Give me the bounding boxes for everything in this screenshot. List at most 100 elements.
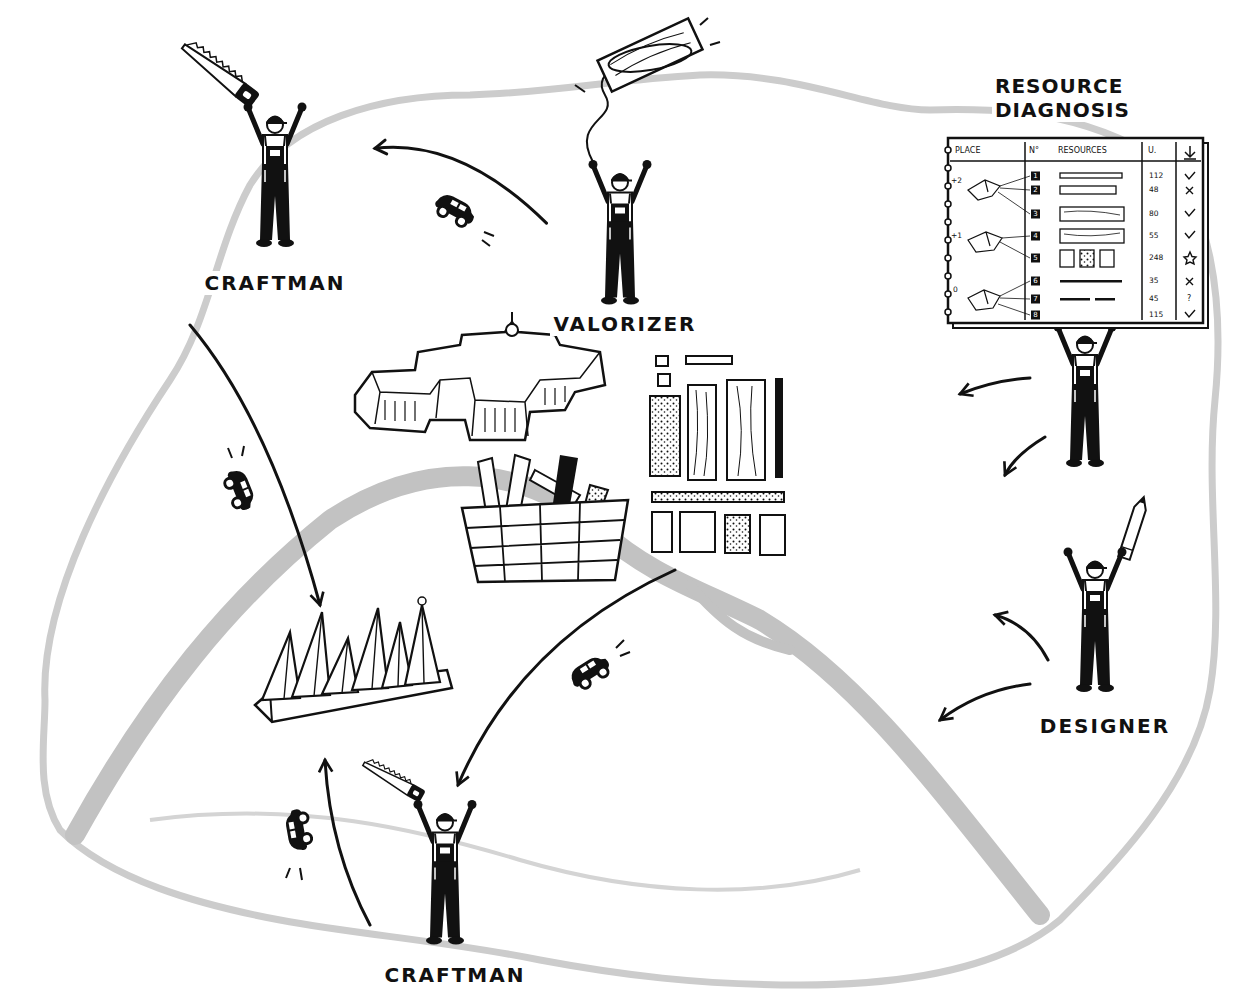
palace-drawing-part (355, 322, 605, 440)
resource-book-part-part (945, 147, 951, 153)
river-part (75, 476, 1040, 915)
resource-book-part-part (1031, 210, 1040, 219)
figure-node: VALORIZER (546, 140, 703, 338)
resource-book-part-part (945, 237, 951, 243)
resource-book-part (1031, 172, 1040, 320)
pyramid-installation-part (352, 608, 388, 690)
resource-book-part-part (1031, 172, 1040, 181)
table-cell: 80 (1149, 210, 1159, 218)
worker-figures-part (360, 756, 427, 802)
delivery-cars-part (431, 191, 478, 231)
flow-arrows-part (940, 684, 1030, 720)
worker-figures-part-part (598, 18, 703, 91)
material-samples-part (656, 356, 668, 366)
table-cell: 2 (1031, 187, 1040, 194)
resource-book-part-part (1060, 186, 1116, 194)
material-samples-part (775, 378, 783, 478)
worker-figures-part (598, 18, 703, 91)
resource-book-part-part (1031, 295, 1040, 304)
role-label: CRAFTMAN (202, 271, 349, 295)
flow-arrows-part (458, 570, 675, 785)
worker-figures-part (575, 18, 720, 92)
resource-book-part (1060, 298, 1090, 301)
table-cell: 0 (953, 286, 958, 294)
delivery-cars-part (616, 640, 630, 656)
material-samples-part (725, 515, 750, 553)
figure-node: CRAFTMAN (365, 765, 545, 989)
material-samples-part (658, 374, 670, 386)
flow-arrows-part (325, 760, 370, 925)
pyramid-installation (255, 597, 452, 722)
resource-book-part (1184, 172, 1196, 317)
flow-arrows-part (1005, 437, 1045, 475)
role-label: RESOURCE DIAGNOSIS (992, 74, 1158, 122)
resource-book-part (1060, 173, 1124, 267)
resource-book-part-part (1186, 278, 1193, 285)
material-samples-part (680, 512, 715, 552)
material-samples-part (688, 385, 716, 480)
resource-book-part-part (1186, 187, 1193, 194)
table-cell: 4 (1031, 233, 1040, 240)
resource-book-part (968, 180, 1002, 310)
table-cell: 115 (1149, 311, 1163, 319)
resource-book-part-part (968, 180, 1000, 200)
delivery-cars-part (286, 868, 302, 880)
table-cell: 3 (1031, 211, 1040, 218)
flow-arrows-part (995, 615, 1048, 660)
material-samples-part (652, 512, 672, 552)
basket-of-wood-part (462, 500, 628, 582)
palace-drawing-part (385, 386, 565, 432)
resource-book-part-part (945, 291, 951, 297)
material-samples-part (760, 515, 785, 555)
pyramid-installation-part (292, 612, 330, 697)
city-outline (43, 75, 1218, 985)
table-cell: 45 (1149, 295, 1159, 303)
role-label: DESIGNER (1037, 714, 1173, 738)
palace-drawing-part (372, 352, 600, 436)
table-cell: ? (1187, 295, 1191, 303)
table-cell: 6 (1031, 278, 1040, 285)
table-cell: 8 (1031, 312, 1040, 319)
worker-figures-part (589, 160, 652, 305)
table-cell: 5 (1031, 255, 1040, 262)
basket-of-wood (462, 455, 628, 582)
resource-book-part-part (1100, 250, 1114, 267)
resource-book-part-part (1031, 311, 1040, 320)
role-label: VALORIZER (550, 312, 699, 336)
river-part (690, 585, 790, 650)
table-cell: RESOURCES (1058, 147, 1107, 155)
table-cell: U. (1148, 147, 1156, 155)
table-cell: 112 (1149, 172, 1163, 180)
city-outline-part (150, 814, 860, 890)
resource-book-part-part (945, 273, 951, 279)
table-cell: PLACE (955, 147, 980, 155)
delivery-cars-part (228, 446, 244, 458)
arrow-head (375, 140, 387, 154)
delivery-cars-part (482, 232, 494, 246)
river (75, 476, 1040, 915)
connector-line (375, 147, 546, 223)
resource-book-part (998, 176, 1030, 315)
resource-book-part-part (1060, 250, 1074, 267)
table-cell: 55 (1149, 232, 1159, 240)
resource-book-part-part (945, 165, 951, 171)
material-samples (650, 356, 785, 555)
table-cell: 1 (1031, 173, 1040, 180)
worker-figures-part-part (1139, 496, 1147, 504)
figure-node: DESIGNER (1033, 500, 1177, 740)
resource-book-part-part (1184, 252, 1196, 264)
resource-book-part (1095, 298, 1115, 301)
resource-book-part-part (1031, 277, 1040, 286)
resource-book-part-part (1185, 209, 1195, 216)
table-cell: N° (1029, 147, 1039, 155)
resource-book-part (1060, 280, 1122, 283)
delivery-cars-part (567, 652, 614, 693)
resource-book-part-part (1185, 172, 1195, 179)
basket-of-wood-part (506, 455, 530, 512)
flow-arrows-part (960, 378, 1030, 394)
resource-book-part-part (945, 309, 951, 315)
